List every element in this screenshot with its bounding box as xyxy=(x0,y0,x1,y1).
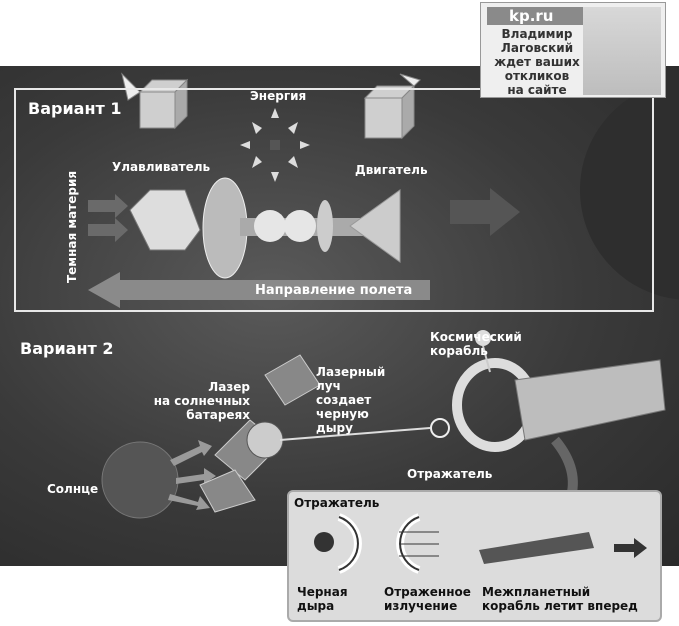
sun-shape xyxy=(101,441,179,519)
spaceship-v2-illustration xyxy=(452,330,666,452)
direction-arrow-icon xyxy=(88,272,430,308)
planet-shape xyxy=(580,80,679,300)
author-photo xyxy=(583,7,661,95)
promo-text: Владимир Лаговский ждет ваших откликов н… xyxy=(494,27,580,97)
black-hole-marker xyxy=(430,418,450,438)
forward-arrow-icon xyxy=(614,538,647,558)
reflector-label: Отражатель xyxy=(407,467,493,481)
energy-label: Энергия xyxy=(250,89,307,103)
variant1-title: Вариант 1 xyxy=(28,99,122,118)
dark-matter-arrows-icon xyxy=(88,194,128,242)
black-hole-icon xyxy=(314,532,334,552)
starship-v1-illustration xyxy=(129,177,401,279)
promo-box: kp.ru Владимир Лаговский ждет ваших откл… xyxy=(480,2,666,98)
engine-label: Двигатель xyxy=(355,163,428,177)
thrust-arrow-icon xyxy=(450,188,520,236)
solar-laser-satellite-illustration xyxy=(199,354,321,513)
interplanetary-ship-icon xyxy=(479,532,594,564)
inset-title: Отражатель xyxy=(294,496,380,510)
laser-beam-line xyxy=(279,427,431,441)
catcher-label: Улавливатель xyxy=(112,160,211,174)
variant2-title: Вариант 2 xyxy=(20,339,114,358)
dark-matter-label: Темная материя xyxy=(65,170,80,284)
catcher-box-icon xyxy=(121,72,189,130)
direction-label: Направление полета xyxy=(255,283,413,298)
site-logo[interactable]: kp.ru xyxy=(487,7,587,25)
sun-rays-icon xyxy=(168,440,216,510)
variant1-frame xyxy=(14,88,654,312)
inset-illustrations xyxy=(314,513,647,574)
energy-arrows-icon xyxy=(240,108,310,182)
sun-label: Солнце xyxy=(47,482,99,496)
